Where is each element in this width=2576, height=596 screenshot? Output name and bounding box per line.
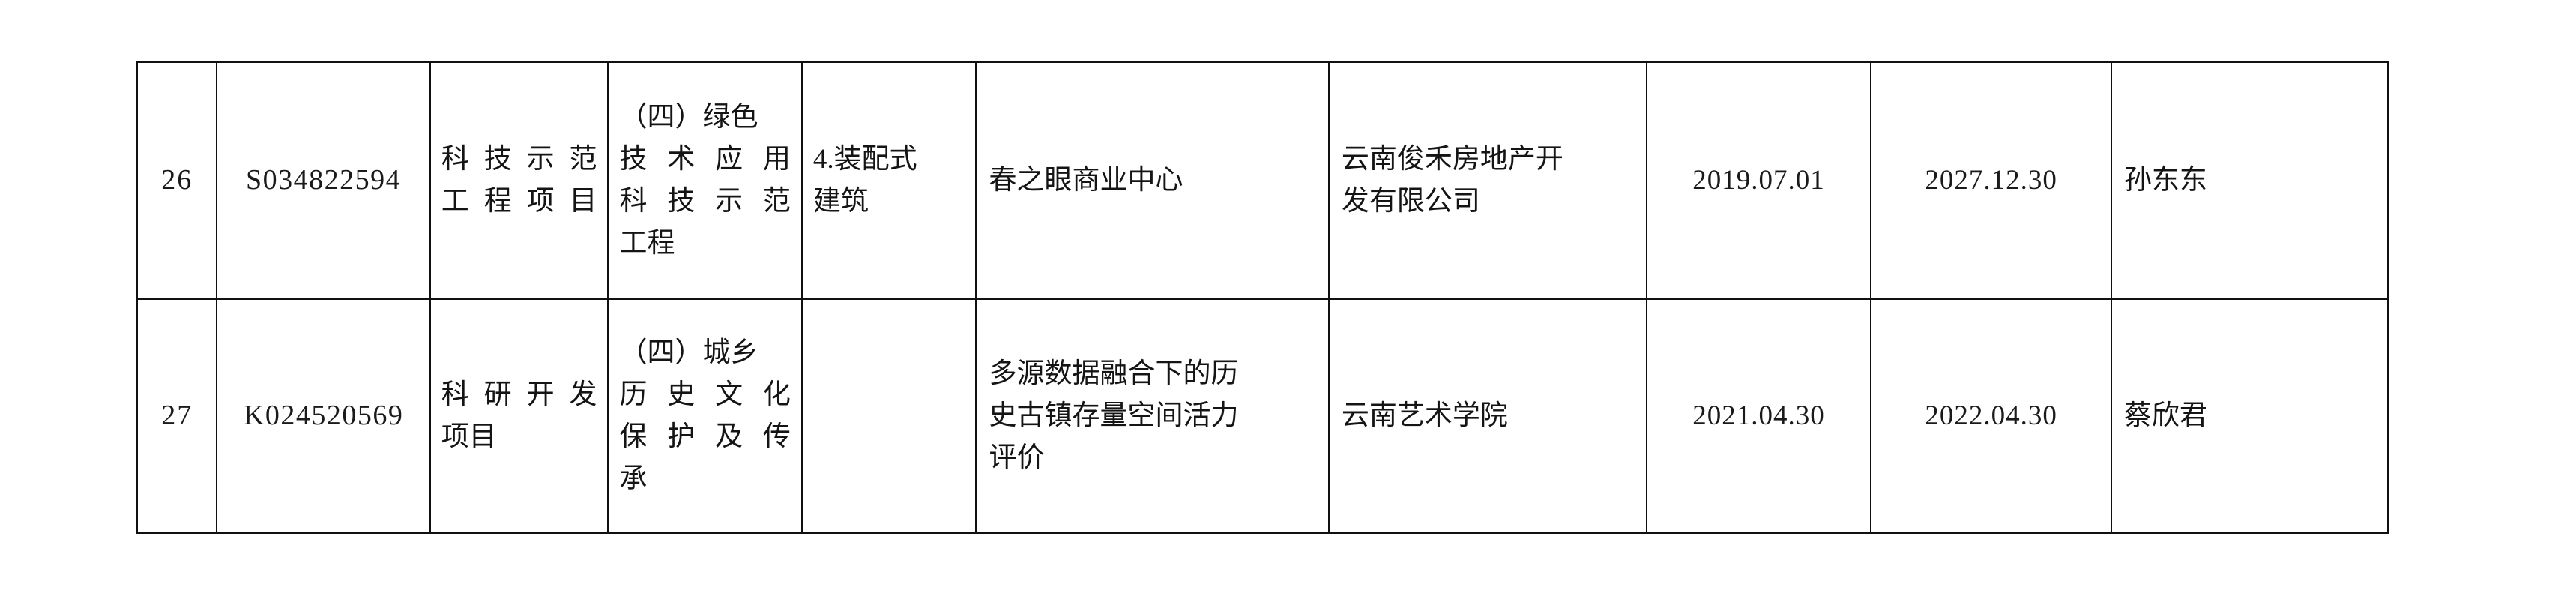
cell-start-date: 2019.07.01 xyxy=(1645,61,1872,300)
cell-line: 4.装配式 xyxy=(812,143,917,175)
cell-subcategory: 4.装配式建筑 xyxy=(800,61,977,300)
cell-category: （四）绿色技术应用科技示范工程 xyxy=(607,61,803,300)
cell-line: 发有限公司 xyxy=(1341,186,1480,217)
cell-line: 多源数据融合下的历 xyxy=(989,358,1239,389)
cell-project-type-content: 科研开发项目 xyxy=(431,370,608,463)
cell-start-date: 2021.04.30 xyxy=(1645,298,1872,534)
cell-line: 承 xyxy=(619,463,648,495)
cell-project-code: K024520569 xyxy=(216,298,431,534)
cell-sequence-number-content: 27 xyxy=(161,400,193,432)
cell-sequence-number-content: 26 xyxy=(161,164,193,196)
cell-line: 工程 xyxy=(619,228,675,259)
cell-category-content: （四）绿色技术应用科技示范工程 xyxy=(609,92,800,270)
cell-line: 科技示范 xyxy=(441,143,597,175)
cell-project-code: S034822594 xyxy=(216,61,431,300)
cell-line: 云南俊禾房地产开 xyxy=(1341,143,1563,175)
cell-line: 项目 xyxy=(441,421,497,452)
cell-project-name: 多源数据融合下的历史古镇存量空间活力评价 xyxy=(975,298,1330,534)
cell-line: 孙东东 xyxy=(2123,164,2207,196)
cell-contact-person: 孙东东 xyxy=(2110,61,2389,300)
cell-line: 技术应用 xyxy=(619,143,791,175)
cell-project-name: 春之眼商业中心 xyxy=(975,61,1330,300)
cell-organization: 云南俊禾房地产开发有限公司 xyxy=(1327,61,1647,300)
cell-line: 历史文化 xyxy=(619,379,791,410)
cell-subcategory xyxy=(800,298,977,534)
cell-line: 云南艺术学院 xyxy=(1341,400,1508,431)
cell-line: 科研开发 xyxy=(441,379,597,410)
cell-project-code-content: K024520569 xyxy=(243,400,404,432)
cell-end-date-content: 2022.04.30 xyxy=(1925,400,2057,431)
cell-sequence-number: 27 xyxy=(136,298,218,534)
cell-subcategory-content: 4.装配式建筑 xyxy=(803,134,976,227)
cell-project-code-content: S034822594 xyxy=(246,164,402,196)
cell-start-date-content: 2021.04.30 xyxy=(1692,400,1825,431)
cell-category-content: （四）城乡历史文化保护及传承 xyxy=(609,328,800,505)
cell-line: 科技示范 xyxy=(619,186,791,217)
cell-subcategory-content xyxy=(803,412,976,421)
cell-line: （四）绿色 xyxy=(619,101,758,133)
cell-line: 评价 xyxy=(989,442,1045,474)
cell-contact-person-content: 孙东东 xyxy=(2112,155,2387,206)
cell-contact-person-content: 蔡欣君 xyxy=(2112,391,2387,442)
cell-sequence-number: 26 xyxy=(136,61,218,300)
cell-end-date-content: 2027.12.30 xyxy=(1925,164,2057,196)
cell-organization-content: 云南艺术学院 xyxy=(1330,391,1646,442)
cell-line: 史古镇存量空间活力 xyxy=(989,400,1239,431)
cell-end-date: 2027.12.30 xyxy=(1870,61,2112,300)
cell-line: 保护及传 xyxy=(619,421,791,452)
cell-category: （四）城乡历史文化保护及传承 xyxy=(607,298,803,534)
cell-organization: 云南艺术学院 xyxy=(1327,298,1647,534)
cell-project-name-content: 多源数据融合下的历史古镇存量空间活力评价 xyxy=(977,349,1327,484)
cell-start-date-content: 2019.07.01 xyxy=(1692,164,1825,196)
cell-project-type: 科技示范工程项目 xyxy=(429,61,609,300)
cell-line: 建筑 xyxy=(812,186,869,217)
cell-project-type: 科研开发项目 xyxy=(429,298,609,534)
cell-end-date: 2022.04.30 xyxy=(1870,298,2112,534)
cell-line: 春之眼商业中心 xyxy=(989,164,1183,196)
cell-contact-person: 蔡欣君 xyxy=(2110,298,2389,534)
cell-project-type-content: 科技示范工程项目 xyxy=(431,134,608,227)
cell-line: 蔡欣君 xyxy=(2123,400,2207,431)
cell-project-name-content: 春之眼商业中心 xyxy=(977,155,1327,206)
cell-line: （四）城乡 xyxy=(619,337,758,368)
cell-line: 工程项目 xyxy=(441,186,597,217)
cell-organization-content: 云南俊禾房地产开发有限公司 xyxy=(1330,134,1646,227)
